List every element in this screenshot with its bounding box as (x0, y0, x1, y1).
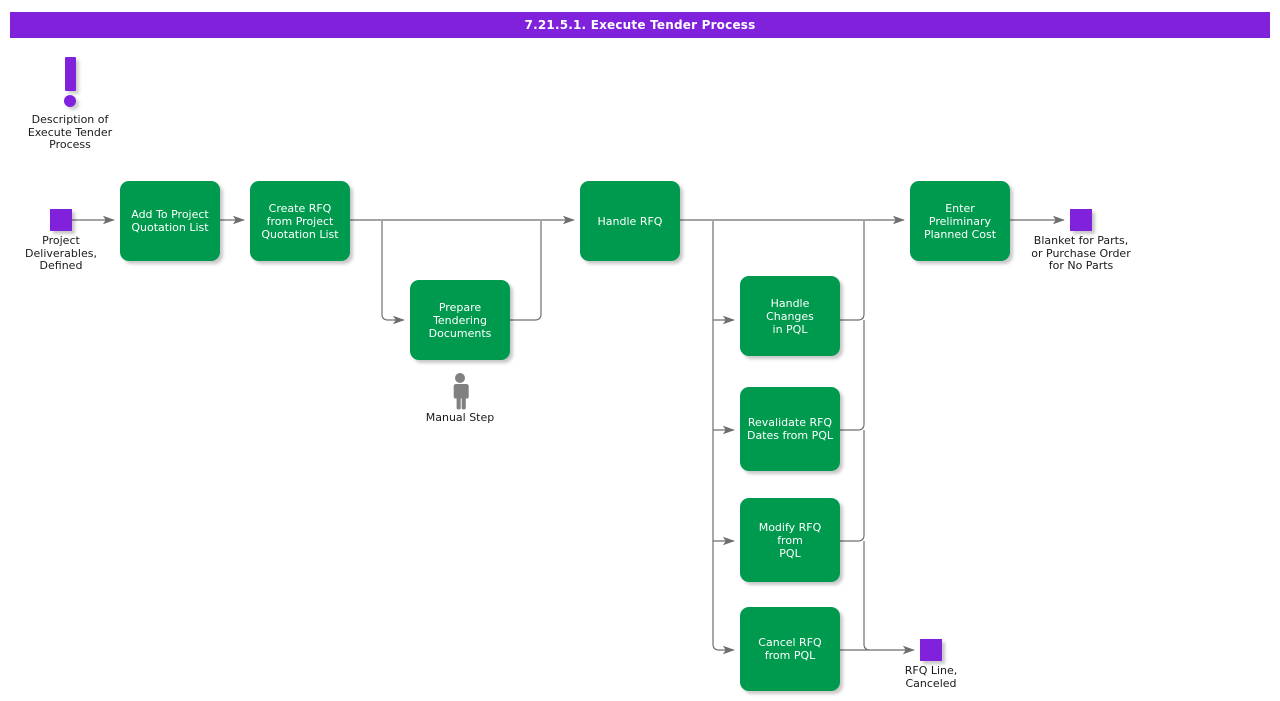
manual-step-marker[interactable]: Manual Step (410, 372, 510, 425)
node-label: Create RFQ from Project Quotation List (261, 201, 339, 241)
node-label: Prepare Tendering Documents (428, 300, 492, 340)
node-label: Enter Preliminary Planned Cost (923, 201, 997, 241)
node-enter-preliminary-planned-cost[interactable]: Enter Preliminary Planned Cost (910, 181, 1010, 261)
node-revalidate-rfq-dates-from-pql[interactable]: Revalidate RFQ Dates from PQL (740, 387, 840, 471)
event-swatch-icon (1070, 209, 1092, 231)
node-create-rfq-from-project-quotation-list[interactable]: Create RFQ from Project Quotation List (250, 181, 350, 261)
event-label: Project Deliverables, Defined (25, 234, 97, 272)
node-label: Revalidate RFQ Dates from PQL (746, 416, 834, 442)
exclamation-mark-icon (64, 57, 76, 91)
description-note-label: Description of Execute Tender Process (27, 113, 113, 151)
exclamation-dot-icon (64, 95, 76, 107)
node-cancel-rfq-from-pql[interactable]: Cancel RFQ from PQL (740, 607, 840, 691)
node-label: Cancel RFQ from PQL (758, 636, 822, 662)
edge-modify-return (840, 430, 865, 542)
manual-step-label: Manual Step (425, 411, 495, 424)
edge-handle-changes-return (840, 221, 865, 321)
node-prepare-tendering-documents[interactable]: Prepare Tendering Documents (410, 280, 510, 360)
node-label: Handle Changes in PQL (766, 296, 814, 336)
event-project-deliverables-defined[interactable]: Project Deliverables, Defined (25, 209, 97, 272)
diagram-title-bar: 7.21.5.1. Execute Tender Process (10, 12, 1270, 38)
event-swatch-icon (50, 209, 72, 231)
person-icon (453, 373, 469, 410)
description-note[interactable]: Description of Execute Tender Process (28, 57, 112, 151)
node-label: Add To Project Quotation List (131, 208, 209, 234)
node-label: Modify RFQ from PQL (758, 520, 822, 560)
edge-prepare-to-mainline (510, 221, 542, 321)
node-label: Handle RFQ (597, 214, 663, 228)
node-handle-changes-in-pql[interactable]: Handle Changes in PQL (740, 276, 840, 356)
node-handle-rfq[interactable]: Handle RFQ (580, 181, 680, 261)
event-blanket-for-parts[interactable]: Blanket for Parts, or Purchase Order for… (1031, 209, 1131, 272)
edge-spine-to-cancel (712, 221, 735, 655)
edge-return-spine-bottom (863, 541, 871, 651)
page-title: 7.21.5.1. Execute Tender Process (524, 18, 756, 32)
event-label: RFQ Line, Canceled (904, 664, 958, 690)
event-label: Blanket for Parts, or Purchase Order for… (1031, 234, 1131, 272)
edge-create-to-prepare (381, 221, 405, 325)
node-modify-rfq-from-pql[interactable]: Modify RFQ from PQL (740, 498, 840, 582)
event-swatch-icon (920, 639, 942, 661)
node-add-to-project-quotation-list[interactable]: Add To Project Quotation List (120, 181, 220, 261)
event-rfq-line-canceled[interactable]: RFQ Line, Canceled (905, 639, 957, 689)
edge-revalidate-return (840, 320, 865, 431)
